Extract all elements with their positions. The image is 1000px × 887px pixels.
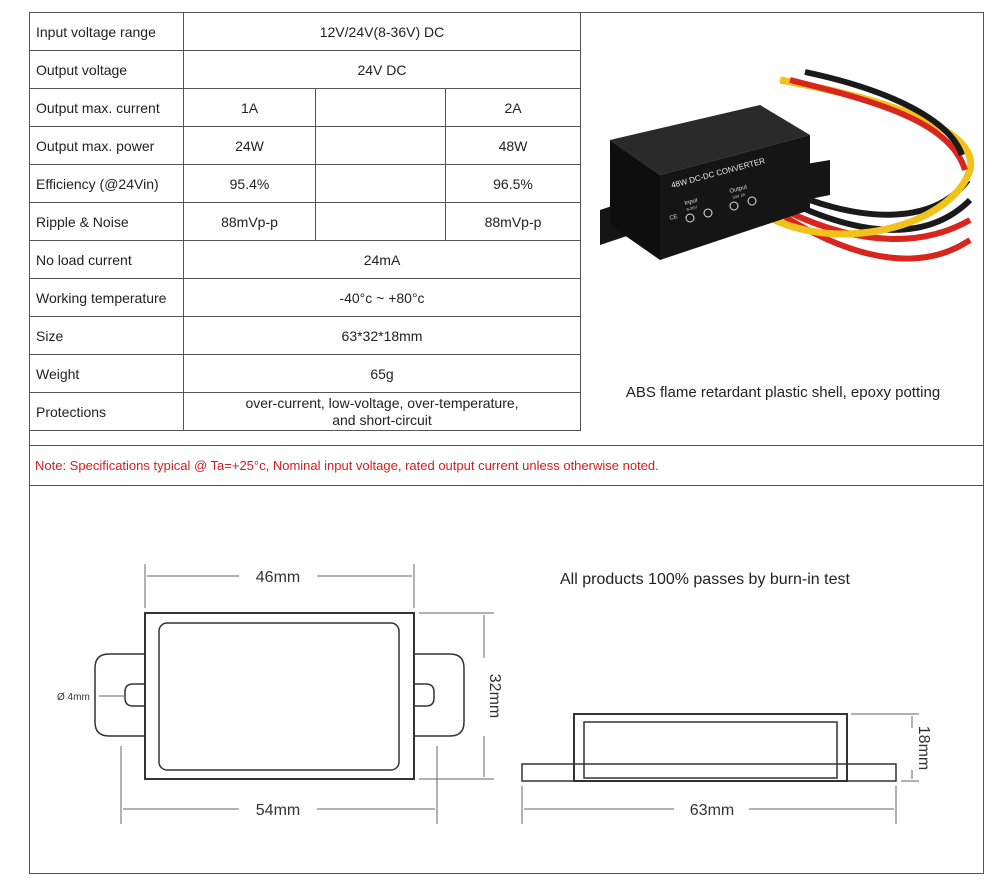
row-value: over-current, low-voltage, over-temperat…	[183, 392, 581, 431]
case-side	[610, 140, 660, 260]
wire-red	[789, 77, 968, 171]
table-row: Input voltage range 12V/24V(8-36V) DC	[29, 12, 581, 51]
row-value-1: 24W	[183, 126, 316, 165]
row-value-3: 48W	[445, 126, 581, 165]
top-view-dims	[99, 564, 494, 824]
photo-caption: ABS flame retardant plastic shell, epoxy…	[625, 384, 941, 401]
row-label: Input voltage range	[29, 12, 184, 51]
row-value: -40°c ~ +80°c	[183, 278, 581, 317]
row-label: No load current	[29, 240, 184, 279]
side-view	[521, 713, 897, 782]
row-value: 24V DC	[183, 50, 581, 89]
table-row: Protections over-current, low-voltage, o…	[29, 392, 581, 431]
spec-table: Input voltage range 12V/24V(8-36V) DC Ou…	[29, 12, 581, 431]
top-view	[94, 612, 465, 780]
table-row: Size 63*32*18mm	[29, 316, 581, 355]
row-value-1: 95.4%	[183, 164, 316, 203]
left-slot	[124, 683, 145, 707]
product-photo: 48W DC-DC CONVERTER Input Output 8-36V 2…	[600, 69, 975, 262]
row-value: 24mA	[183, 240, 581, 279]
dimension-drawing: 46mm 54mm 32mm Ø 4mm 63mm 18mm	[57, 564, 932, 824]
terminal-icon	[729, 201, 739, 211]
row-value-3: 96.5%	[445, 164, 581, 203]
module-output-label: Output	[729, 184, 748, 195]
table-row: Output voltage 24V DC	[29, 50, 581, 89]
table-row: Output max. power 24W 48W	[29, 126, 581, 165]
row-value: 63*32*18mm	[183, 316, 581, 355]
right-slot	[414, 683, 435, 707]
burn-in-statement: All products 100% passes by burn-in test	[560, 571, 850, 588]
dim-side-height: 18mm	[915, 726, 932, 770]
case-front	[660, 135, 810, 260]
row-label: Weight	[29, 354, 184, 393]
table-row: Working temperature -40°c ~ +80°c	[29, 278, 581, 317]
case-inner	[158, 622, 400, 771]
row-value-2	[315, 88, 446, 127]
dim-side-width: 63mm	[690, 802, 734, 819]
module-input-label: Input	[684, 198, 699, 207]
side-body	[573, 713, 848, 782]
dim-bottom-width: 54mm	[256, 802, 300, 819]
right-ear	[414, 653, 465, 737]
table-row: Ripple & Noise 88mVp-p 88mVp-p	[29, 202, 581, 241]
table-row: Output max. current 1A 2A	[29, 88, 581, 127]
module-case: 48W DC-DC CONVERTER Input Output 8-36V 2…	[600, 105, 830, 260]
module-output-spec: 24V 2A	[732, 192, 746, 200]
terminal-icon	[703, 208, 713, 218]
wire-black	[804, 69, 965, 157]
side-view-dims	[521, 713, 919, 824]
protections-line-1: over-current, low-voltage, over-temperat…	[245, 394, 519, 411]
case-top	[610, 105, 810, 175]
dim-height: 32mm	[486, 674, 503, 718]
spec-note: Note: Specifications typical @ Ta=+25°c,…	[35, 458, 659, 473]
divider	[29, 485, 984, 486]
divider	[29, 445, 984, 446]
row-value-2	[315, 164, 446, 203]
ce-mark: CE	[669, 214, 679, 222]
left-ear	[94, 653, 145, 737]
table-row: Weight 65g	[29, 354, 581, 393]
row-value-2	[315, 202, 446, 241]
module-input-spec: 8-36V	[686, 204, 698, 212]
row-label: Protections	[29, 392, 184, 431]
protections-line-2: and short-circuit	[332, 411, 432, 428]
table-row: Efficiency (@24Vin) 95.4% 96.5%	[29, 164, 581, 203]
dim-top-width: 46mm	[256, 569, 300, 586]
row-value: 12V/24V(8-36V) DC	[183, 12, 581, 51]
page-frame	[29, 12, 984, 874]
case-outline	[144, 612, 415, 780]
side-body-inner	[583, 721, 838, 779]
terminal-icon	[685, 213, 695, 223]
terminal-icon	[747, 196, 757, 206]
table-row: No load current 24mA	[29, 240, 581, 279]
row-value: 65g	[183, 354, 581, 393]
row-label: Efficiency (@24Vin)	[29, 164, 184, 203]
dim-hole: Ø 4mm	[57, 692, 90, 703]
row-label: Working temperature	[29, 278, 184, 317]
